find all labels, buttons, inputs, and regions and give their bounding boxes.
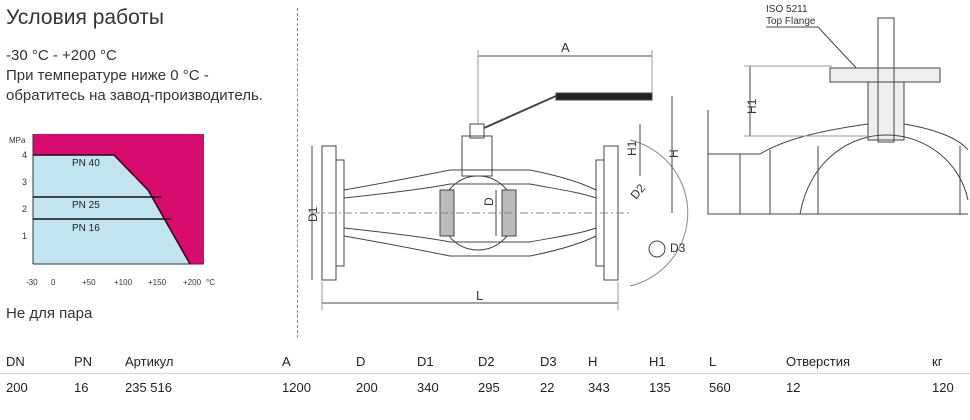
stem-top bbox=[469, 123, 485, 139]
dim-label-a: A bbox=[561, 40, 570, 55]
top-flange-detail: ISO 5211 Top Flange H1 bbox=[707, 4, 969, 215]
cell-h1: 135 bbox=[649, 380, 671, 395]
cell-holes: 12 bbox=[786, 380, 801, 395]
handle-grip bbox=[555, 92, 653, 101]
cell-pn: 16 bbox=[74, 380, 89, 395]
neck bbox=[867, 81, 905, 141]
header-d3: D3 bbox=[540, 354, 557, 369]
cell-d3: 22 bbox=[540, 380, 555, 395]
operating-conditions: -30 °C - +200 °C При температуре ниже 0 … bbox=[6, 46, 263, 106]
dim-label-d3: D3 bbox=[670, 241, 686, 255]
stem-housing bbox=[461, 135, 493, 177]
header-h: H bbox=[588, 354, 598, 369]
header-article: Артикул bbox=[125, 354, 174, 369]
page-title: Условия работы bbox=[6, 6, 165, 29]
temperature-range: -30 °C - +200 °C bbox=[6, 47, 117, 64]
body-top-left bbox=[708, 123, 869, 155]
dim-label-d2: D2 bbox=[628, 181, 649, 202]
y-axis-unit: MPa bbox=[9, 136, 26, 145]
handle-arm bbox=[483, 95, 557, 129]
cell-dn: 200 bbox=[6, 380, 28, 395]
valve-drawing: A H H1 D1 D D2 D3 L bbox=[306, 40, 689, 310]
x-tick-0: 0 bbox=[51, 278, 56, 287]
body-top-right bbox=[903, 123, 969, 151]
x-axis-unit: °C bbox=[206, 278, 215, 287]
section-divider bbox=[297, 8, 298, 338]
header-d2: D2 bbox=[478, 354, 495, 369]
y-tick-3: 3 bbox=[22, 177, 27, 187]
series-label-pn25: PN 25 bbox=[72, 200, 100, 211]
cell-a: 1200 bbox=[282, 380, 311, 395]
dim-label-d1: D1 bbox=[306, 206, 320, 222]
series-label-pn16: PN 16 bbox=[72, 223, 100, 234]
bolt-circle-arc bbox=[629, 139, 689, 287]
table-rule bbox=[0, 373, 970, 374]
cell-h: 343 bbox=[588, 380, 610, 395]
header-holes: Отверстия bbox=[786, 354, 851, 369]
header-d1: D1 bbox=[417, 354, 434, 369]
dim-label-h1: H1 bbox=[625, 140, 639, 156]
label-leader bbox=[817, 26, 861, 73]
series-label-pn40: PN 40 bbox=[72, 158, 100, 169]
bolt-hole bbox=[648, 240, 666, 258]
x-tick-150: +150 bbox=[148, 278, 167, 287]
header-a: A bbox=[282, 354, 291, 369]
header-kg: кг bbox=[932, 354, 943, 369]
iso-5211-label: ISO 5211 bbox=[766, 4, 808, 15]
top-flange-plate bbox=[829, 67, 941, 83]
dim-label-d: D bbox=[482, 197, 496, 206]
header-l: L bbox=[709, 354, 717, 369]
body-outline bbox=[707, 110, 968, 215]
pressure-temperature-chart: PN 40 PN 25 PN 16 MPa 4 3 2 1 -30 0 +50 … bbox=[9, 134, 215, 287]
x-tick-200: +200 bbox=[183, 278, 202, 287]
header-pn: PN bbox=[74, 354, 93, 369]
header-d: D bbox=[356, 354, 366, 369]
steam-note: Не для пара bbox=[6, 305, 93, 322]
cell-d: 200 bbox=[356, 380, 378, 395]
header-h1: H1 bbox=[649, 354, 666, 369]
cell-kg: 120 bbox=[932, 380, 954, 395]
dim-label-h: H bbox=[667, 149, 681, 158]
cell-d2: 295 bbox=[478, 380, 500, 395]
temperature-note-line-1: При температуре ниже 0 °C - bbox=[6, 67, 209, 84]
x-tick-50: +50 bbox=[82, 278, 96, 287]
top-flange-label: Top Flange bbox=[766, 16, 816, 27]
body-inner-bottom bbox=[343, 227, 597, 243]
y-tick-2: 2 bbox=[22, 204, 27, 214]
x-tick-100: +100 bbox=[114, 278, 133, 287]
cell-d1: 340 bbox=[417, 380, 439, 395]
ball-arc bbox=[799, 134, 969, 215]
body-bottom bbox=[343, 235, 597, 257]
limit-curve bbox=[33, 154, 191, 265]
x-tick--30: -30 bbox=[26, 278, 38, 287]
body-top bbox=[343, 169, 597, 191]
dim-label-h1-detail: H1 bbox=[745, 98, 759, 114]
header-dn: DN bbox=[6, 354, 25, 369]
y-tick-1: 1 bbox=[22, 231, 27, 241]
stem bbox=[877, 17, 895, 143]
temperature-note-line-2: обратитесь на завод-производитель. bbox=[6, 87, 263, 104]
dim-label-l: L bbox=[476, 288, 483, 303]
cell-article: 235 516 bbox=[125, 380, 172, 395]
body-inner-top bbox=[343, 183, 597, 199]
allowed-operating-area bbox=[33, 155, 190, 264]
y-tick-4: 4 bbox=[22, 150, 27, 160]
cell-l: 560 bbox=[709, 380, 731, 395]
